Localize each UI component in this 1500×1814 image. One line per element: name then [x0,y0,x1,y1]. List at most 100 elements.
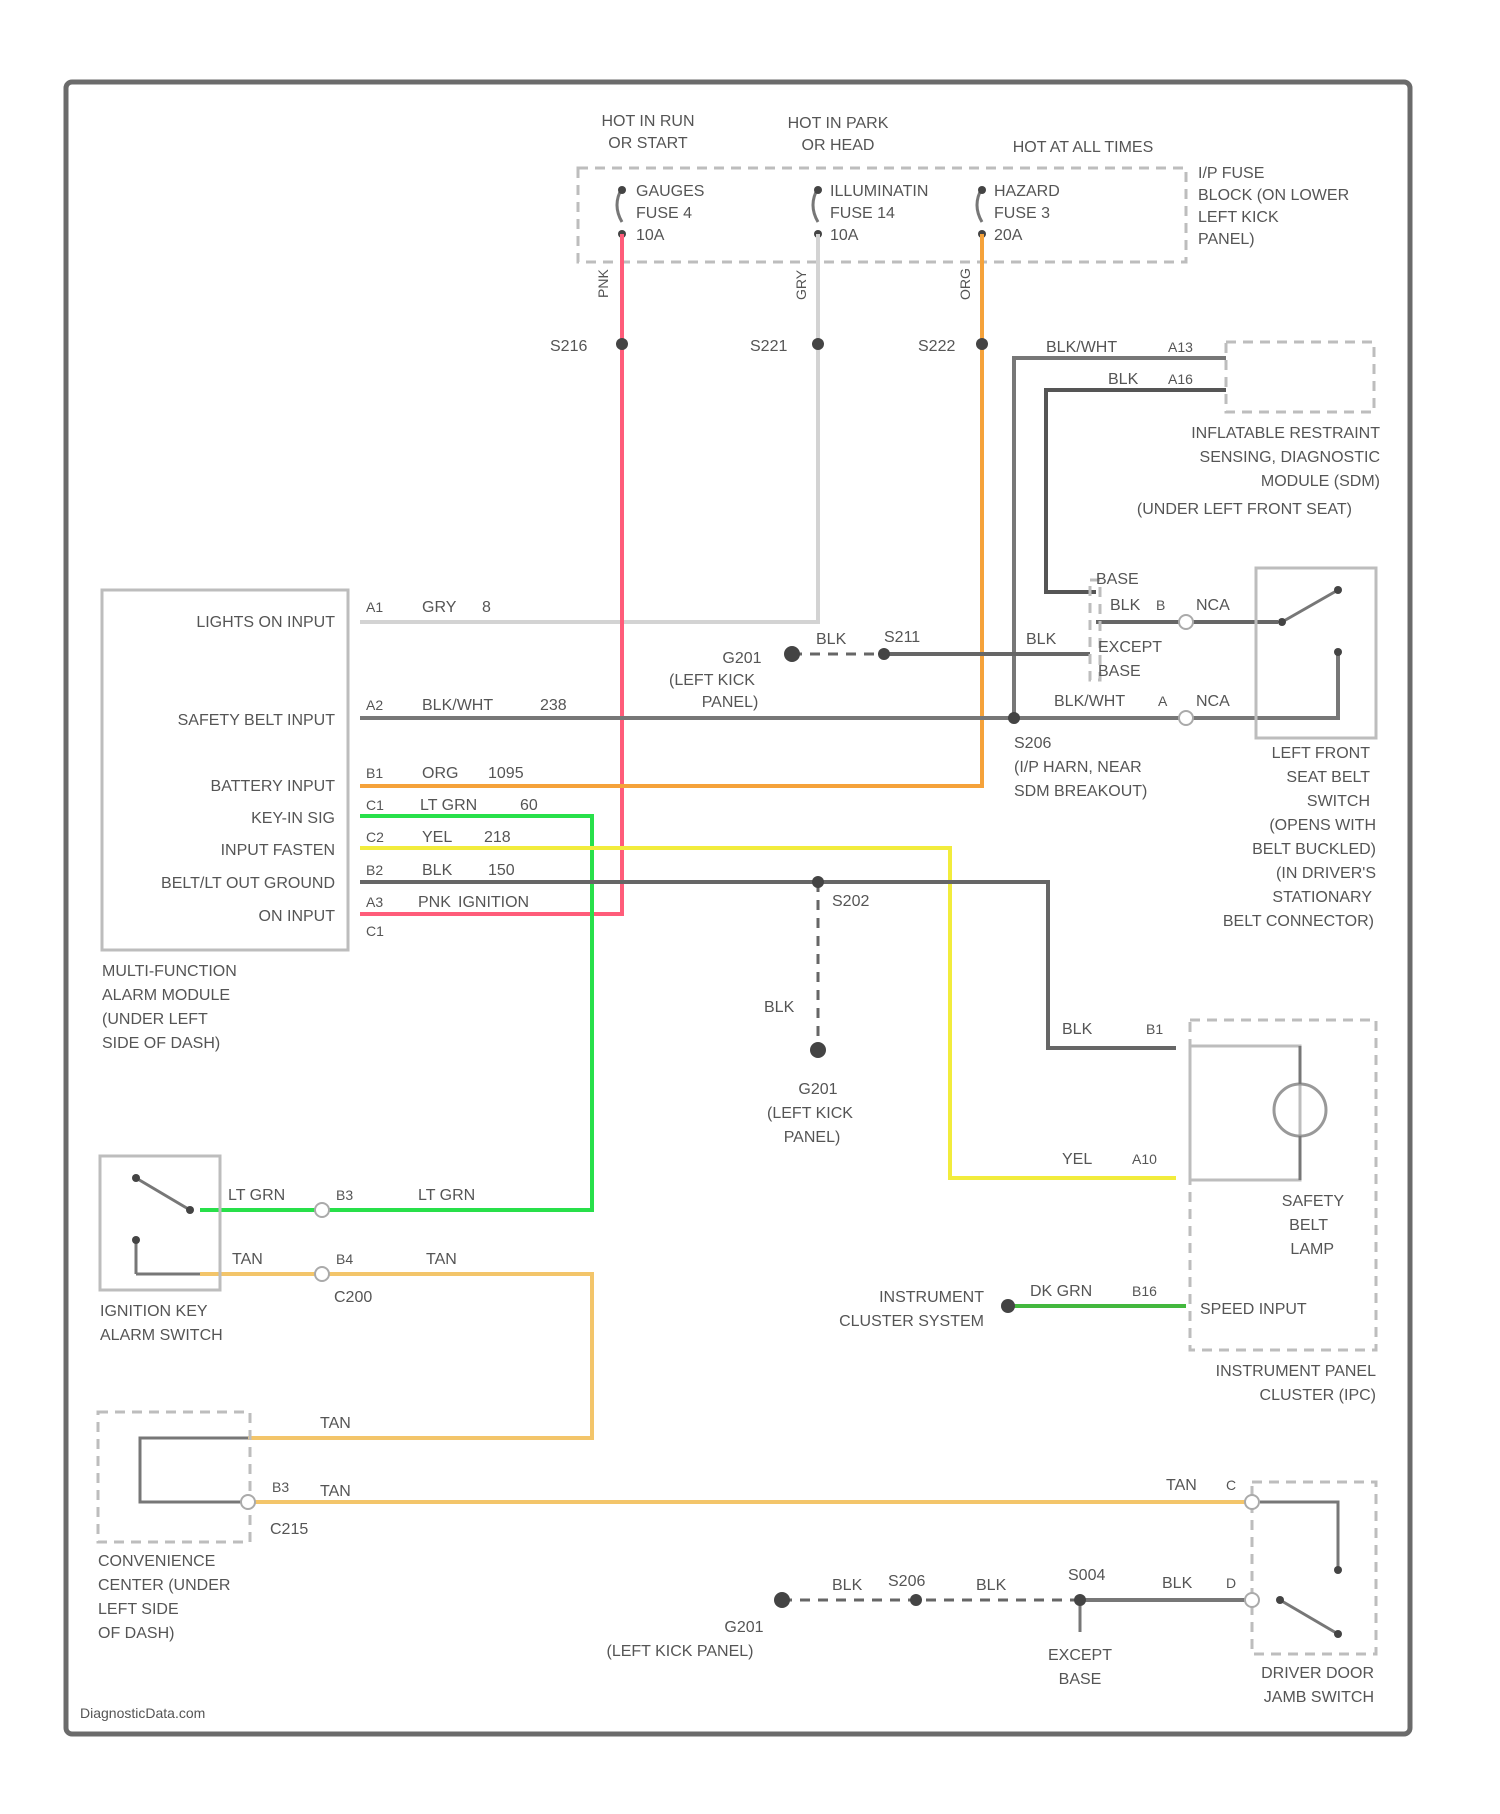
svg-text:JAMB SWITCH: JAMB SWITCH [1264,1689,1374,1706]
alarm-module-box [102,590,348,950]
svg-text:20A: 20A [994,227,1023,244]
svg-text:FUSE 14: FUSE 14 [830,205,895,222]
fuse-hazard-hot: HOT AT ALL TIMES [1013,139,1154,156]
svg-text:LEFT FRONT: LEFT FRONT [1272,745,1371,762]
svg-text:C1: C1 [366,923,384,939]
svg-text:BELT CONNECTOR): BELT CONNECTOR) [1223,913,1374,930]
ground-dot-g201c [774,1592,790,1608]
driver-door-switch: TAN C BLK D DRIVER DOOR JAMB SWITCH [1162,1477,1376,1706]
splice-s216: S216 [550,338,587,355]
sdm-box [1226,342,1374,412]
fuse-block: HOT IN RUN OR START HOT IN PARK OR HEAD … [578,113,1349,262]
svg-text:B16: B16 [1132,1283,1157,1299]
svg-text:FUSE 3: FUSE 3 [994,205,1050,222]
fuse-illum-hot-2: OR HEAD [802,137,875,154]
svg-text:STATIONARY: STATIONARY [1272,889,1372,906]
svg-text:BLK: BLK [422,862,453,879]
bottom-splice2: S004 [1068,1567,1105,1584]
s211-label: S211 [884,629,920,646]
svg-text:60: 60 [520,797,538,814]
svg-text:FUSE 4: FUSE 4 [636,205,692,222]
g201-label-2: (LEFT KICK [669,672,755,689]
svg-text:A10: A10 [1132,1151,1157,1167]
s211-wire-blk: BLK [1026,631,1057,648]
door-switch-box [1252,1482,1376,1654]
s202-label: S202 [832,893,869,910]
svg-text:218: 218 [484,829,511,846]
svg-text:A: A [1158,693,1168,709]
svg-text:B1: B1 [1146,1021,1163,1037]
svg-text:B4: B4 [336,1251,353,1267]
ground-dot-g201a [784,646,800,662]
convenience-center: TAN B3 TAN C215 CONVENIENCE CENTER (UNDE… [98,1412,351,1642]
svg-text:ALARM SWITCH: ALARM SWITCH [100,1327,223,1344]
g201-wire: BLK [816,631,847,648]
ground-dot-g201b [810,1042,826,1058]
g201-label-3: PANEL) [702,694,759,711]
svg-text:SEAT BELT: SEAT BELT [1286,769,1370,786]
svg-text:LT GRN: LT GRN [228,1187,285,1204]
bottom-wire2: BLK [976,1577,1007,1594]
svg-text:TAN: TAN [426,1251,457,1268]
svg-text:A1: A1 [366,599,383,615]
svg-text:GAUGES: GAUGES [636,183,704,200]
splice-dot-s211 [878,648,890,660]
svg-text:GRY: GRY [422,599,457,616]
fuse-block-label-2: BLOCK (ON LOWER [1198,187,1349,204]
fuse-gauges: GAUGES FUSE 4 10A [617,183,704,244]
fuse-hazard: HAZARD FUSE 3 20A [977,183,1060,244]
splice-dot-s202 [812,876,824,888]
svg-text:C: C [1226,1477,1236,1493]
fuse-illum-hot-1: HOT IN PARK [788,115,889,132]
splice-s221: S221 [750,338,787,355]
watermark: DiagnosticData.com [80,1705,205,1721]
svg-text:BLK/WHT: BLK/WHT [1046,339,1117,356]
wire-label-org: ORG [957,268,973,300]
svg-text:LIGHTS ON INPUT: LIGHTS ON INPUT [196,614,335,631]
fuse-illum: ILLUMINATIN FUSE 14 10A [813,183,928,244]
svg-text:BELT BUCKLED): BELT BUCKLED) [1252,841,1376,858]
g201c-label-1: G201 [724,1619,763,1636]
svg-text:(UNDER LEFT FRONT SEAT): (UNDER LEFT FRONT SEAT) [1137,501,1352,518]
splice-dot-s206 [1008,712,1020,724]
g201b-label-1: G201 [798,1081,837,1098]
svg-text:238: 238 [540,697,567,714]
g201-label-1: G201 [722,650,761,667]
g201b-label-3: PANEL) [784,1129,841,1146]
svg-text:CENTER (UNDER: CENTER (UNDER [98,1577,230,1594]
svg-text:BLK/WHT: BLK/WHT [1054,693,1125,710]
svg-text:LEFT SIDE: LEFT SIDE [98,1601,179,1618]
fuse-gauges-hot-2: OR START [608,135,688,152]
splice-dot-s222 [976,338,988,350]
s206-label-2: (I/P HARN, NEAR [1014,759,1142,776]
arrow-dot-cluster [1001,1299,1015,1313]
svg-text:ON INPUT: ON INPUT [259,908,336,925]
srs-module: BLK/WHT A13 BLK A16 INFLATABLE RESTRAINT… [1046,339,1380,518]
wire-gry-lights [360,234,818,622]
fuse-gauges-hot-1: HOT IN RUN [601,113,694,130]
fuse-block-label-1: I/P FUSE [1198,165,1264,182]
wire-blk-sdm [1046,390,1226,592]
svg-text:BLK: BLK [1108,371,1139,388]
svg-text:A13: A13 [1168,339,1193,355]
svg-text:SWITCH: SWITCH [1307,793,1370,810]
fuse-block-label-3: LEFT KICK [1198,209,1279,226]
svg-text:(OPENS WITH: (OPENS WITH [1269,817,1376,834]
svg-text:ILLUMINATIN: ILLUMINATIN [830,183,928,200]
svg-text:(UNDER LEFT: (UNDER LEFT [102,1011,208,1028]
svg-text:8: 8 [482,599,491,616]
svg-text:HAZARD: HAZARD [994,183,1060,200]
g201b-label-2: (LEFT KICK [767,1105,853,1122]
svg-text:MODULE (SDM): MODULE (SDM) [1261,473,1380,490]
svg-text:C215: C215 [270,1521,308,1538]
svg-text:DK GRN: DK GRN [1030,1283,1092,1300]
svg-text:CLUSTER (IPC): CLUSTER (IPC) [1260,1387,1376,1404]
convenience-center-box [98,1412,250,1542]
svg-text:SAFETY BELT INPUT: SAFETY BELT INPUT [178,712,336,729]
svg-text:CLUSTER SYSTEM: CLUSTER SYSTEM [839,1313,984,1330]
svg-text:KEY-IN SIG: KEY-IN SIG [251,810,335,827]
svg-text:SENSING, DIAGNOSTIC: SENSING, DIAGNOSTIC [1200,449,1380,466]
svg-text:1095: 1095 [488,765,524,782]
s206-label-1: S206 [1014,735,1051,752]
